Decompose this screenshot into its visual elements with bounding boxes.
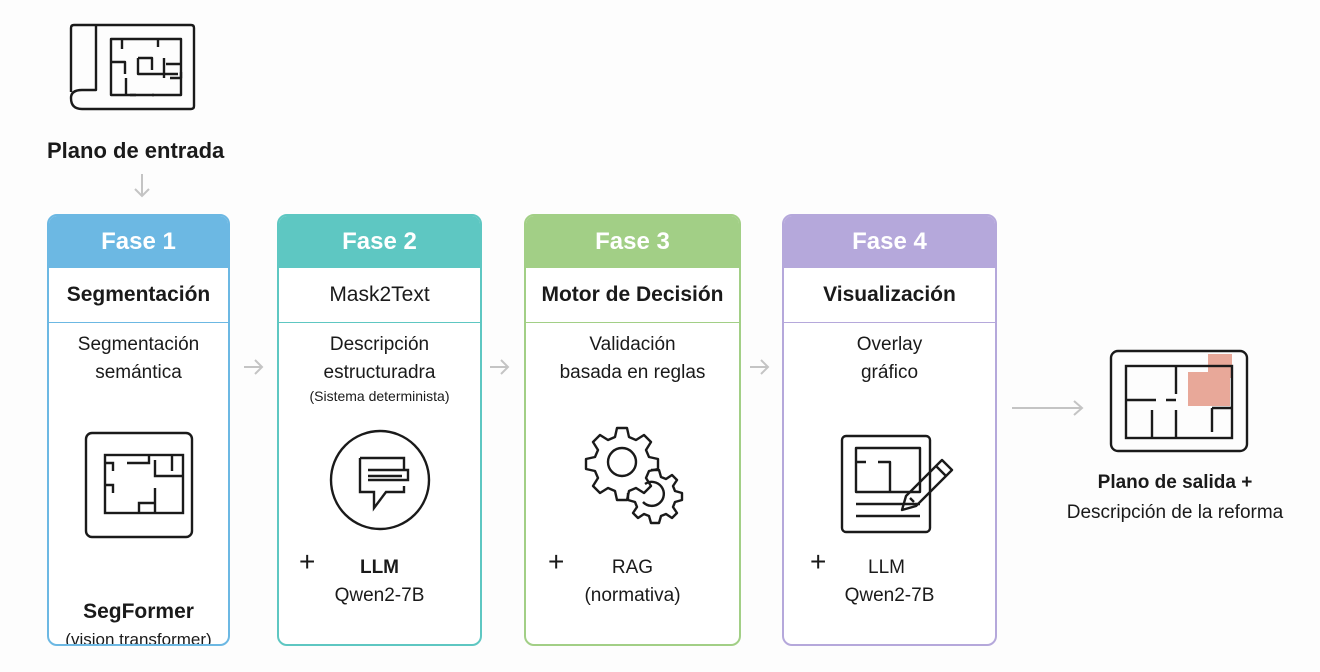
arrow-right-icon [750,359,770,375]
phase-1-header: Fase 1 [49,216,228,268]
phase-4-model: LLM Qwen2-7B [784,554,995,610]
plus-icon: + [299,546,316,577]
phase-2-title: Mask2Text [279,268,480,323]
phase-3-model: RAG (normativa) [526,554,739,610]
phase-4-desc-line: gráfico [860,362,919,383]
phase-1-desc-line: Segmentación [77,334,200,355]
output-label-subtitle: Descripción de la reforma [1066,502,1284,523]
gears-icon [584,426,683,525]
phase-1-model-sub: (vision transformer) [65,630,212,646]
phase-2-description: Descripción estructuradra (Sistema deter… [279,331,480,405]
phase-3-desc-line: Validación [589,334,676,355]
down-arrow-icon [134,174,150,198]
floorplan-scroll-icon [69,23,196,111]
phase-3-title: Motor de Decisión [526,268,739,323]
chat-document-icon [329,429,430,531]
phase-1-model-name: SegFormer [83,600,194,623]
output-label-title: Plano de salida + [1097,472,1253,493]
phase-2-model-sub: Qwen2-7B [334,585,425,606]
phase-1-model: SegFormer (vision transformer) [49,598,228,646]
output-label: Plano de salida + Descripción de la refo… [1030,468,1320,528]
phase-2-model-name: LLM [359,557,400,578]
phase-2-desc-line: Descripción [329,334,430,355]
phase-2-header: Fase 2 [279,216,480,268]
phase-2-desc-note: (Sistema determinista) [309,388,450,404]
phase-4-title: Visualización [784,268,995,323]
phase-2-desc-line: estructuradra [323,362,436,383]
floorplan-highlight-icon [1109,349,1249,453]
long-arrow-right-icon [1012,400,1084,416]
phase-4-desc-line: Overlay [856,334,923,355]
phase-3-card: Fase 3 Motor de Decisión Validación basa… [524,214,741,646]
phase-3-model-sub: (normativa) [584,585,681,606]
plus-icon: + [810,546,827,577]
phase-1-card: Fase 1 Segmentación Segmentación semánti… [47,214,230,646]
phase-4-model-sub: Qwen2-7B [844,585,935,606]
phase-1-description: Segmentación semántica [49,331,228,387]
phase-3-desc-line: basada en reglas [559,362,706,383]
arrow-right-icon [244,359,264,375]
phase-1-desc-line: semántica [95,362,182,383]
phase-4-card: Fase 4 Visualización Overlay gráfico + L… [782,214,997,646]
phase-2-model: LLM Qwen2-7B [279,554,480,610]
phase-2-card: Fase 2 Mask2Text Descripción estructurad… [277,214,482,646]
phase-3-header: Fase 3 [526,216,739,268]
phase-4-header: Fase 4 [784,216,995,268]
plan-edit-pencil-icon [840,434,953,534]
arrow-right-icon [490,359,510,375]
phase-3-model-name: RAG [611,557,654,578]
plus-icon: + [548,546,565,577]
phase-1-title: Segmentación [49,268,228,323]
input-label: Plano de entrada [47,138,225,163]
phase-3-description: Validación basada en reglas [526,331,739,387]
phase-4-model-name: LLM [868,557,905,578]
floorplan-frame-icon [84,431,193,539]
phase-4-description: Overlay gráfico [784,331,995,387]
